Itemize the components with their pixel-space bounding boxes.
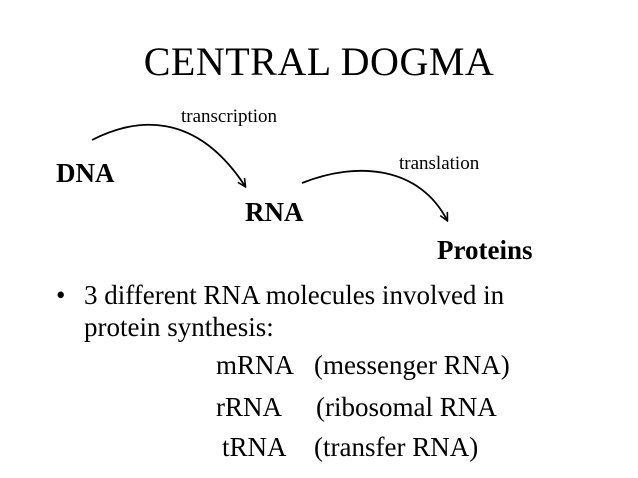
rna-node: RNA (245, 197, 304, 227)
molecule-description: (transfer RNA) (314, 432, 479, 462)
bullet-marker: • (56, 280, 66, 310)
translation-arrow (301, 169, 447, 220)
slide-title: CENTRAL DOGMA (143, 39, 495, 84)
molecule-description: (ribosomal RNA (316, 392, 497, 422)
bullet-text-line2: protein synthesis: (84, 312, 274, 342)
molecule-name: tRNA (222, 432, 287, 462)
proteins-node: Proteins (437, 235, 533, 265)
molecule-row: mRNA (messenger RNA) (216, 350, 510, 381)
molecule-description: (messenger RNA) (314, 350, 510, 380)
bullet-text-line1: 3 different RNA molecules involved in (84, 280, 505, 310)
dna-node: DNA (56, 158, 115, 188)
molecule-row: tRNA (transfer RNA) (222, 432, 478, 463)
transcription-label: transcription (181, 106, 278, 127)
transcription-arrow (91, 123, 245, 186)
translation-label: translation (399, 153, 480, 174)
molecule-row: rRNA (ribosomal RNA (216, 392, 497, 423)
molecule-name: rRNA (216, 392, 282, 422)
molecule-name: mRNA (216, 350, 295, 380)
